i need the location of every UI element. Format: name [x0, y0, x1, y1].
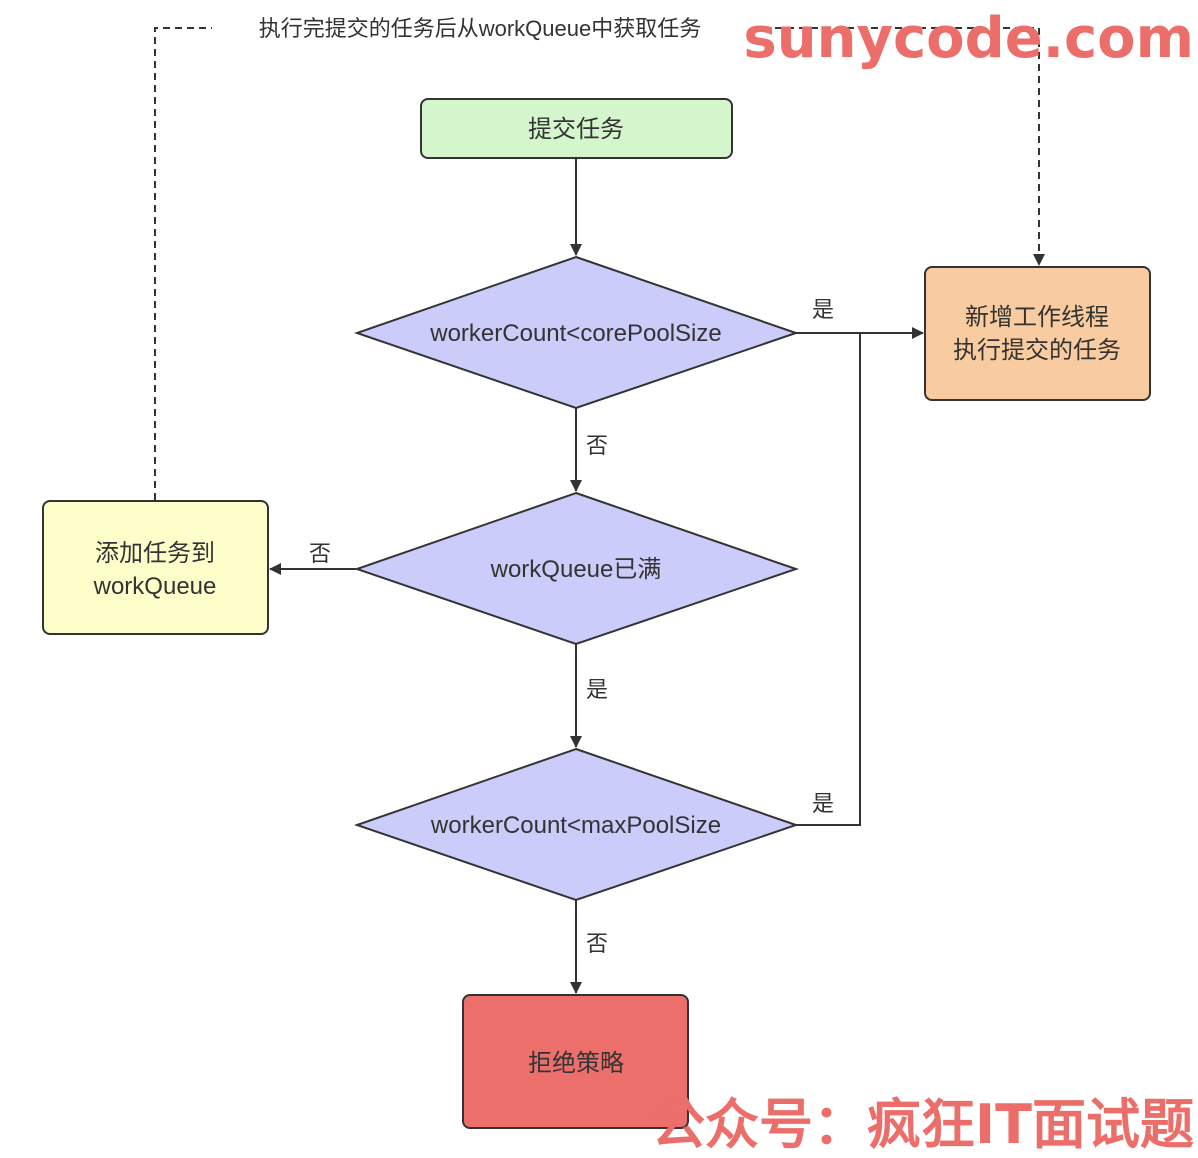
loop-label-backdrop: [212, 12, 748, 44]
node-add-queue-label-line2: workQueue: [93, 573, 217, 600]
edge-max-to-add-thread: [796, 333, 861, 826]
node-submit-task-label: 提交任务: [528, 116, 624, 143]
node-check-core-label: workerCount<corePoolSize: [429, 320, 721, 347]
node-add-queue-label-line1: 添加任务到: [95, 540, 215, 567]
loop-label: 执行完提交的任务后从workQueue中获取任务: [259, 16, 702, 41]
edge-label-max-no: 否: [586, 931, 608, 956]
node-check-max-shape: [353, 747, 800, 902]
node-reject-label: 拒绝策略: [528, 1050, 624, 1077]
node-add-queue-shape: [42, 500, 269, 635]
node-add-thread-shape: [924, 266, 1151, 401]
node-check-core: workerCount<corePoolSize: [353, 255, 800, 410]
node-add-thread-label-line1: 新增工作线程: [965, 304, 1109, 331]
node-add-thread-label-line2: 执行提交的任务: [953, 337, 1121, 364]
node-add-queue: 添加任务到 workQueue: [42, 500, 269, 635]
edge-label-core-yes: 是: [812, 297, 834, 322]
node-reject-shape: [462, 994, 689, 1129]
node-check-core-shape: [353, 255, 800, 410]
node-check-max-label: workerCount<maxPoolSize: [430, 812, 721, 839]
node-reject: 拒绝策略: [462, 994, 689, 1129]
node-submit-task-shape: [420, 98, 733, 159]
watermark-site: sunycode.com: [743, 6, 1194, 71]
node-submit-task: 提交任务: [420, 98, 733, 159]
node-add-thread: 新增工作线程 执行提交的任务: [924, 266, 1151, 401]
edge-label-queue-no: 否: [309, 541, 331, 566]
node-check-queue-shape: [353, 491, 800, 646]
edge-label-queue-yes: 是: [586, 677, 608, 702]
watermark-footer: 公众号：疯狂IT面试题: [651, 1093, 1194, 1156]
node-check-max: workerCount<maxPoolSize: [353, 747, 800, 902]
node-check-queue-label: workQueue已满: [490, 556, 662, 583]
edge-label-core-no: 否: [586, 433, 608, 458]
edge-label-max-yes: 是: [812, 791, 834, 816]
node-check-queue: workQueue已满: [353, 491, 800, 646]
